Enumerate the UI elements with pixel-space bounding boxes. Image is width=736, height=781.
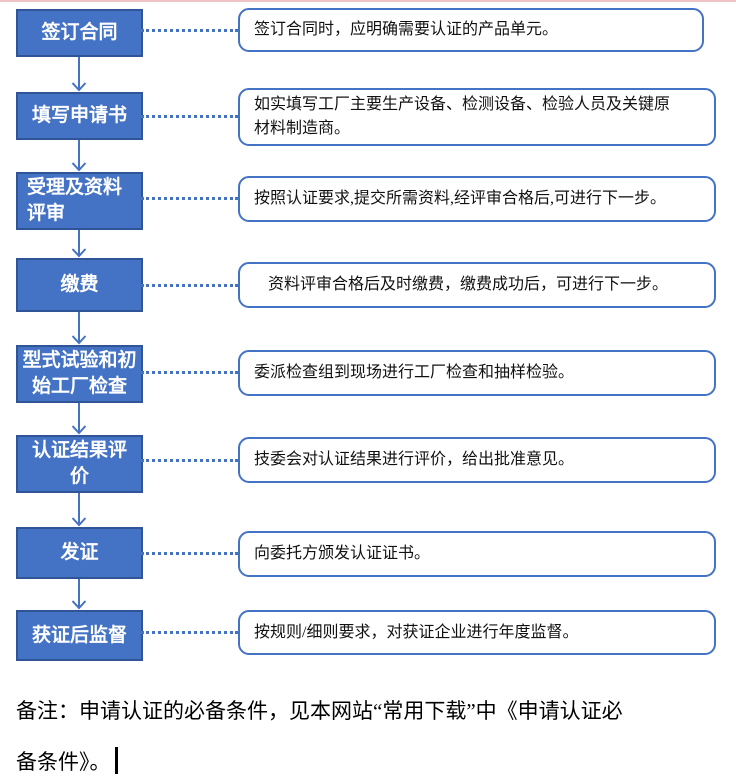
callout-acceptance-review: 按照认证要求,提交所需资料,经评审合格后,可进行下一步。 [238, 176, 716, 222]
callout-result-evaluation: 技委会对认证结果进行评价，给出批准意见。 [238, 437, 716, 483]
flow-arrow-down [69, 403, 89, 435]
flow-step-payment: 缴费 [16, 258, 143, 312]
callout-fill-application: 如实填写工厂主要生产设备、检测设备、检验人员及关键原 材料制造商。 [238, 88, 716, 146]
flow-arrow-down [69, 312, 89, 345]
flow-arrow-down [69, 57, 89, 92]
remark-note-text: 备注：申请认证的必备条件，见本网站“常用下载”中《申请认证必 备条件》。 [16, 699, 623, 774]
remark-note[interactable]: 备注：申请认证的必备条件，见本网站“常用下载”中《申请认证必 备条件》。 [16, 686, 680, 781]
flow-step-issue-certificate: 发证 [16, 527, 143, 579]
dotted-connector [141, 197, 238, 200]
flow-step-post-certification-supervision: 获证后监督 [16, 610, 143, 661]
flow-step-acceptance-review: 受理及资料 评审 [16, 172, 143, 230]
flow-arrow-down [69, 579, 89, 610]
callout-type-test-factory-inspection: 委派检查组到现场进行工厂检查和抽样检验。 [238, 350, 716, 396]
text-cursor [114, 747, 118, 774]
dotted-connector [141, 29, 238, 32]
page-top-border [0, 0, 736, 2]
flow-step-type-test-factory-inspection: 型式试验和初 始工厂检查 [16, 345, 143, 403]
flow-step-fill-application: 填写申请书 [16, 92, 143, 140]
callout-sign-contract: 签订合同时，应明确需要认证的产品单元。 [238, 8, 704, 52]
callout-post-certification-supervision: 按规则/细则要求，对获证企业进行年度监督。 [238, 610, 716, 655]
dotted-connector [141, 631, 238, 634]
flow-step-result-evaluation: 认证结果评 价 [16, 435, 143, 493]
flow-arrow-down [69, 493, 89, 527]
dotted-connector [141, 459, 238, 462]
dotted-connector [141, 371, 238, 374]
dotted-connector [141, 284, 238, 287]
flow-step-sign-contract: 签订合同 [16, 9, 143, 57]
callout-payment: 资料评审合格后及时缴费，缴费成功后，可进行下一步。 [238, 262, 716, 308]
dotted-connector [141, 552, 238, 555]
flow-arrow-down [69, 140, 89, 172]
callout-issue-certificate: 向委托方颁发认证证书。 [238, 531, 716, 577]
flow-arrow-down [69, 230, 89, 258]
dotted-connector [141, 115, 238, 118]
